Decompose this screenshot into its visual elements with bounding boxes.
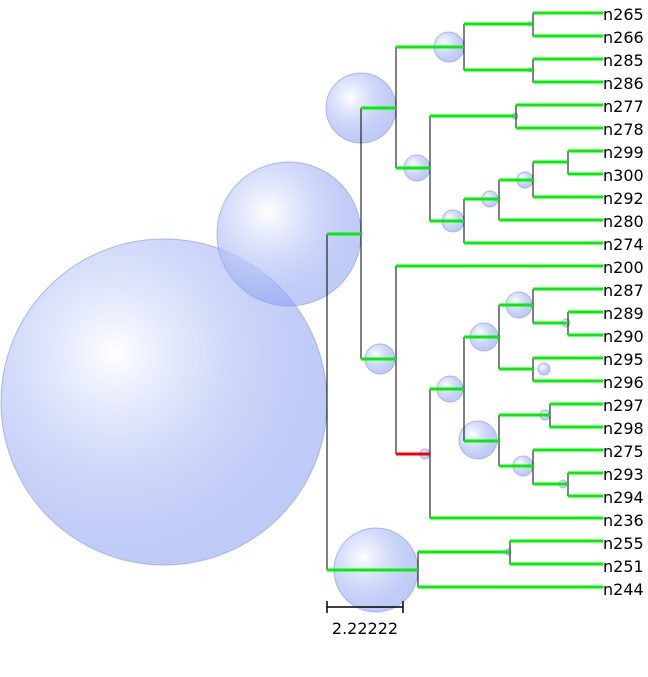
leaf-label-n255: n255 — [603, 534, 644, 553]
leaf-label-n290: n290 — [603, 327, 644, 346]
leaf-label-n278: n278 — [603, 120, 644, 139]
leaf-label-n292: n292 — [603, 189, 644, 208]
leaf-label-n289: n289 — [603, 304, 644, 323]
leaf-label-n300: n300 — [603, 166, 644, 185]
scale-bar-label: 2.22222 — [332, 619, 398, 638]
leaf-label-n294: n294 — [603, 488, 644, 507]
leaf-label-n280: n280 — [603, 212, 644, 231]
leaf-label-n266: n266 — [603, 28, 644, 47]
leaf-label-n251: n251 — [603, 557, 644, 576]
leaf-label-n285: n285 — [603, 51, 644, 70]
leaf-label-n265: n265 — [603, 5, 644, 24]
leaf-label-n299: n299 — [603, 143, 644, 162]
leaf-label-n298: n298 — [603, 419, 644, 438]
leaf-label-n244: n244 — [603, 580, 644, 599]
leaf-label-n295: n295 — [603, 350, 644, 369]
leaf-label-n287: n287 — [603, 281, 644, 300]
leaf-labels: n265 n266 n285 n286 n277 n278 n299 n300 … — [603, 5, 644, 599]
branches — [327, 11, 603, 589]
leaf-label-n277: n277 — [603, 97, 644, 116]
leaf-label-n293: n293 — [603, 465, 644, 484]
leaf-label-n200: n200 — [603, 258, 644, 277]
leaf-label-n275: n275 — [603, 442, 644, 461]
node-bubbles — [0, 21, 571, 613]
leaf-label-n296: n296 — [603, 373, 644, 392]
leaf-label-n236: n236 — [603, 511, 644, 530]
leaf-label-n274: n274 — [603, 235, 644, 254]
leaf-label-n286: n286 — [603, 74, 644, 93]
node-bubble — [537, 362, 551, 376]
scale-bar: 2.22222 — [326, 601, 404, 638]
leaf-label-n297: n297 — [603, 396, 644, 415]
